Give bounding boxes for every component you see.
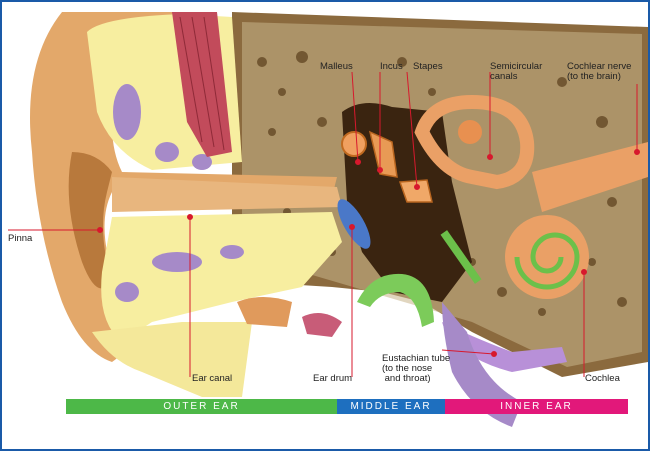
label-stapes: Stapes — [413, 61, 443, 72]
pinna-shade — [68, 152, 112, 289]
muscle-fibers — [179, 16, 225, 151]
semicircular-canals-shape — [414, 94, 535, 190]
nasal-tissue — [442, 302, 522, 427]
cochlea-spiral — [514, 232, 580, 290]
label-cochlea: Cochlea — [585, 373, 620, 384]
vestibule — [458, 120, 482, 144]
ear-canal-tube — [112, 177, 342, 212]
green-arc — [357, 273, 434, 327]
ear-drum-shape — [337, 199, 371, 249]
round-window — [440, 230, 482, 284]
label-semicircular-canals: Semicircular canals — [490, 61, 543, 82]
label-cochlear-nerve: Cochlear nerve (to the brain) — [567, 61, 632, 82]
pink-tissue — [302, 313, 342, 337]
cartilage-lobe — [237, 297, 292, 327]
section-bar-outer-ear: OUTER EAR — [66, 399, 337, 414]
cartilage-lower — [101, 212, 342, 342]
malleus-shape — [341, 131, 367, 157]
muscle — [172, 12, 232, 157]
stapes-shape — [398, 179, 433, 203]
label-pinna: Pinna — [8, 233, 33, 244]
lower-tissue — [92, 322, 252, 397]
cochlear-nerve-shape — [532, 142, 648, 212]
label-incus: Incus — [380, 61, 403, 72]
label-ear-drum: Ear drum — [313, 373, 353, 384]
label-ear-canal: Ear canal — [192, 373, 233, 384]
label-malleus: Malleus — [320, 61, 353, 72]
pointer-lines — [8, 71, 640, 377]
section-bar-inner-ear: INNER EAR — [445, 399, 628, 414]
label-eustachian-tube: Eustachian tube (to the nose and throat) — [382, 353, 451, 384]
section-bar-middle-ear: MIDDLE EAR — [337, 399, 445, 414]
eustachian-tube-shape — [442, 322, 567, 372]
incus-shape — [368, 130, 398, 178]
